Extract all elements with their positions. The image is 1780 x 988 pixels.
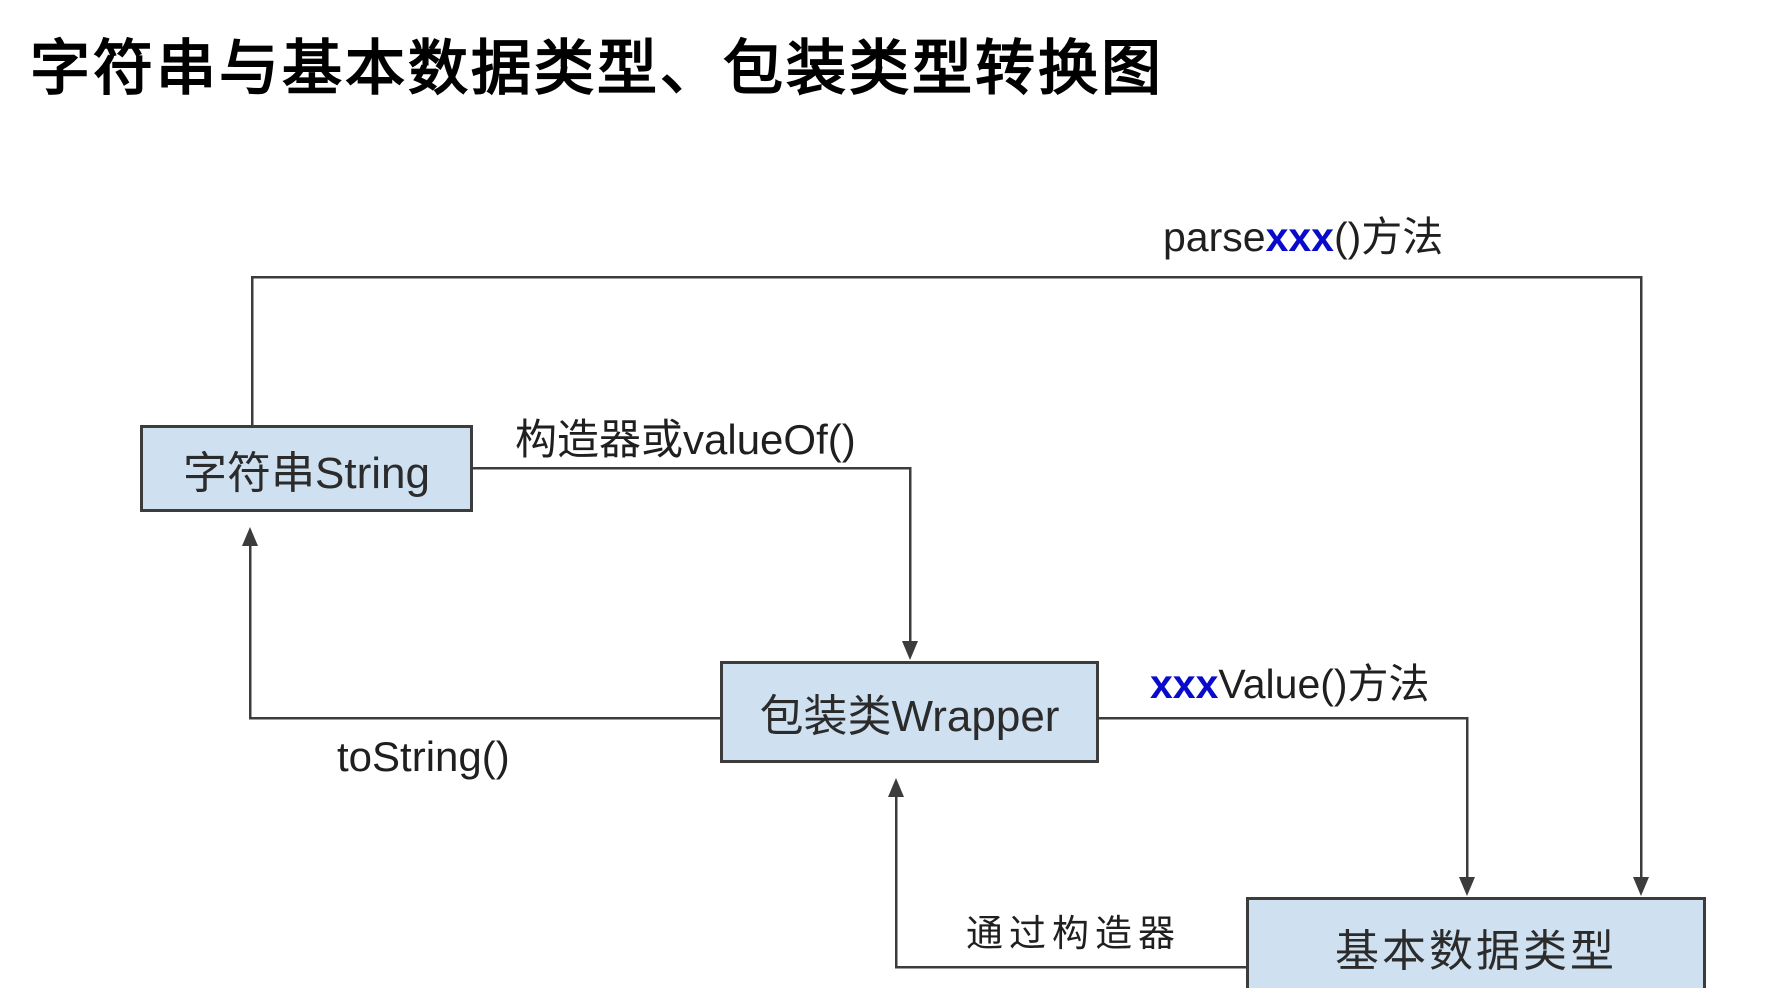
arrowhead-up-icon: [888, 778, 904, 797]
edge-tostring-arrow: [242, 527, 720, 720]
node-wrapper: 包装类Wrapper: [720, 661, 1099, 763]
arrowhead-up-icon: [242, 527, 258, 546]
edge-xxxvalue-arrow: [1099, 716, 1475, 896]
edge-label-xxxvalue: xxxValue()方法: [1150, 650, 1430, 710]
node-string-label: 字符串String: [183, 448, 430, 498]
arrowhead-down-icon: [1459, 877, 1475, 896]
xxxvalue-label-xxx: xxx: [1150, 661, 1219, 707]
edge-label-constructor-valueof: 构造器或valueOf(): [515, 416, 856, 463]
parse-label-xxx: xxx: [1265, 214, 1334, 260]
parse-label-prefix: parse: [1163, 214, 1266, 260]
parse-label-suffix: ()方法: [1333, 214, 1444, 260]
edge-valueof-arrow: [473, 466, 918, 660]
node-string: 字符串String: [140, 425, 473, 512]
arrowhead-down-icon: [1633, 877, 1649, 896]
xxxvalue-label-suffix: Value()方法: [1218, 661, 1430, 707]
node-wrapper-label: 包装类Wrapper: [759, 692, 1060, 741]
edge-label-parse: parsexxx()方法: [1163, 203, 1443, 263]
node-primitive-type: 基本数据类型: [1246, 897, 1706, 988]
edge-via-constructor-arrow: [888, 778, 1246, 969]
edge-label-via-constructor: 通过构造器: [966, 913, 1181, 954]
node-primitive-label: 基本数据类型: [1335, 927, 1617, 976]
diagram-title: 字符串与基本数据类型、包装类型转换图: [30, 35, 1164, 102]
edge-parse-arrow: [250, 275, 1649, 896]
edge-label-tostring: toString(): [337, 733, 510, 780]
arrowhead-down-icon: [902, 641, 918, 660]
